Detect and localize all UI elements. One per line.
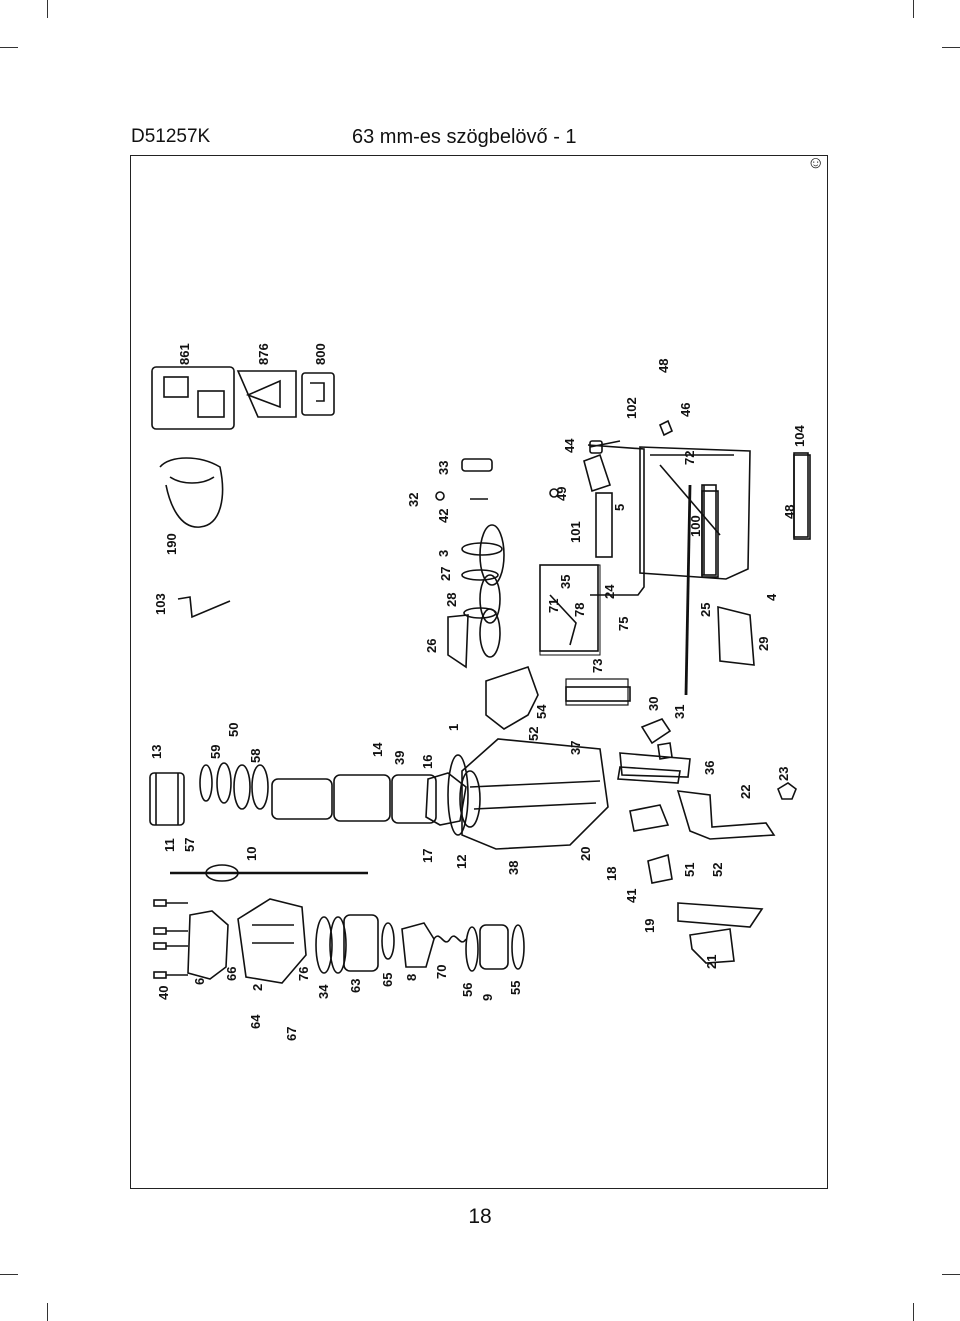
callout-50: 50: [226, 723, 241, 737]
callout-71: 71: [546, 599, 561, 613]
callout-42: 42: [436, 509, 451, 523]
callout-23: 23: [776, 767, 791, 781]
callout-64: 64: [248, 1014, 263, 1029]
crop-mark: [942, 1274, 960, 1275]
crop-mark: [913, 1303, 914, 1321]
corner-symbol: ☺: [807, 153, 825, 172]
callout-58: 58: [248, 749, 263, 763]
callout-28: 28: [444, 593, 459, 607]
callout-16: 16: [420, 755, 435, 769]
callout-44: 44: [562, 438, 577, 453]
page-number: 18: [468, 1205, 492, 1228]
callout-65: 65: [380, 973, 395, 987]
callout-1: 1: [446, 724, 461, 731]
callout-49: 49: [554, 487, 569, 501]
callout-55: 55: [508, 981, 523, 995]
callout-33: 33: [436, 461, 451, 475]
callout-72: 72: [682, 451, 697, 465]
callout-67: 67: [284, 1027, 299, 1041]
callout-9: 9: [480, 994, 495, 1001]
callout-101: 101: [568, 521, 583, 543]
diagram-frame: [130, 155, 828, 1189]
callout-31: 31: [672, 705, 687, 719]
callout-10: 10: [244, 847, 259, 861]
callout-6: 6: [192, 978, 207, 985]
callout-11: 11: [162, 838, 177, 852]
callout-70: 70: [434, 965, 449, 979]
crop-mark: [47, 1303, 48, 1321]
callout-19: 19: [642, 919, 657, 933]
callout-41: 41: [624, 889, 639, 903]
callout-52: 52: [526, 727, 541, 741]
callout-800: 800: [313, 343, 328, 365]
callout-4: 4: [764, 593, 779, 601]
callout-17: 17: [420, 849, 435, 863]
callout-56: 56: [460, 983, 475, 997]
crop-mark: [0, 1274, 18, 1275]
page-title: 63 mm-es szögbelövő - 1: [352, 126, 577, 148]
callout-63: 63: [348, 979, 363, 993]
callout-48b: 48: [782, 505, 797, 519]
callout-21: 21: [704, 955, 719, 969]
crop-mark: [47, 0, 48, 18]
callout-25: 25: [698, 603, 713, 617]
crop-mark: [0, 47, 18, 48]
callout-48: 48: [656, 359, 671, 373]
callout-46: 46: [678, 403, 693, 417]
callout-29: 29: [756, 637, 771, 651]
callout-39: 39: [392, 751, 407, 765]
callout-40: 40: [156, 986, 171, 1000]
callout-73: 73: [590, 659, 605, 673]
exploded-parts-diagram: 861 876 800 190 103 13 11 57 40 6 66 2 6…: [149, 343, 811, 1041]
model-code: D51257K: [131, 126, 211, 147]
callout-51: 51: [682, 863, 697, 877]
callout-27: 27: [438, 567, 453, 581]
callout-14: 14: [370, 742, 385, 757]
callout-37: 37: [568, 741, 583, 755]
callout-190: 190: [164, 533, 179, 555]
callout-38: 38: [506, 861, 521, 875]
callout-76: 76: [296, 967, 311, 981]
callout-24: 24: [602, 584, 617, 599]
callout-36: 36: [702, 761, 717, 775]
callout-35: 35: [558, 575, 573, 589]
callout-5: 5: [612, 504, 627, 511]
callout-2: 2: [250, 984, 265, 991]
callout-32: 32: [406, 493, 421, 507]
callout-3: 3: [436, 550, 451, 557]
crop-mark: [913, 0, 914, 18]
callout-876: 876: [256, 343, 271, 365]
callout-34: 34: [316, 984, 331, 999]
callout-12: 12: [454, 855, 469, 869]
callout-26: 26: [424, 639, 439, 653]
callout-18: 18: [604, 867, 619, 881]
callout-22: 22: [738, 785, 753, 799]
crop-mark: [942, 47, 960, 48]
callout-78: 78: [572, 603, 587, 617]
callout-13: 13: [149, 745, 164, 759]
callout-104: 104: [792, 425, 807, 447]
callout-30: 30: [646, 697, 661, 711]
callout-103: 103: [153, 593, 168, 615]
callout-57: 57: [182, 838, 197, 852]
callout-861: 861: [177, 343, 192, 365]
callout-102: 102: [624, 397, 639, 419]
callout-20: 20: [578, 847, 593, 861]
callout-52b: 52: [710, 863, 725, 877]
callout-59: 59: [208, 745, 223, 759]
callout-66: 66: [224, 967, 239, 981]
callout-8: 8: [404, 974, 419, 981]
callout-75: 75: [616, 617, 631, 631]
callout-54: 54: [534, 704, 549, 719]
callout-100: 100: [688, 515, 703, 537]
